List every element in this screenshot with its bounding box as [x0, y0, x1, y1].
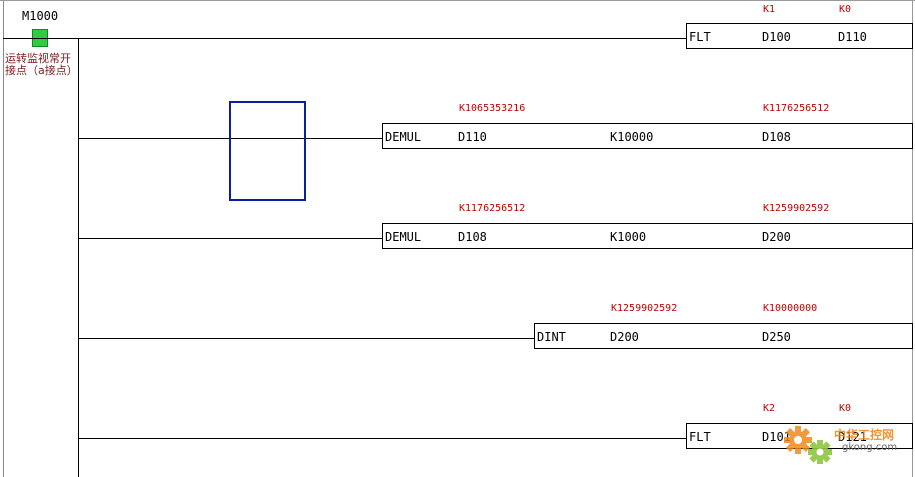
contact-comment: 运转监视常开接点（a接点） — [5, 52, 78, 77]
rung-4-monitor-1: K1259902592 — [611, 303, 678, 314]
watermark-title: 中华工控网 — [834, 428, 895, 442]
rung-2-operand-2: K10000 — [610, 130, 654, 144]
rung-2-operand-3: D108 — [762, 130, 791, 144]
rung-4-wire — [78, 338, 534, 339]
rung-4-monitor-2: K10000000 — [763, 303, 818, 314]
rung-4-operand-2: D250 — [762, 330, 791, 344]
rung-1-operand-2: D110 — [838, 30, 867, 44]
gear-icon — [784, 426, 832, 464]
rung-2-mnemonic: DEMUL — [385, 130, 422, 144]
rung-5-operand-1: D101 — [762, 430, 791, 444]
watermark-url: gkong.com — [842, 442, 898, 453]
rung-5-monitor-2: K0 — [839, 403, 852, 414]
rung-5-operand-2: D121 — [838, 430, 867, 444]
rung-1-wire — [3, 38, 686, 39]
rung-4-instruction[interactable]: DINT D200 D250 — [534, 323, 913, 349]
rung-2-instruction[interactable]: DEMUL D110 K10000 D108 — [382, 123, 913, 149]
rung-5-monitor-1: K2 — [763, 403, 776, 414]
rung-1-monitor-1: K1 — [763, 4, 776, 15]
rung-2-monitor-1: K1065353216 — [459, 103, 526, 114]
rung-1-mnemonic: FLT — [689, 30, 711, 44]
rung-1-instruction[interactable]: FLT D100 D110 — [686, 23, 913, 49]
rung-3-operand-3: D200 — [762, 230, 791, 244]
rung-3-wire — [78, 238, 382, 239]
rung-1-monitor-2: K0 — [839, 4, 852, 15]
rung-2-operand-1: D110 — [458, 130, 487, 144]
contact-label: M1000 — [22, 9, 59, 23]
ladder-bus — [78, 38, 79, 477]
cursor-box[interactable] — [229, 101, 306, 201]
rung-3-monitor-3: K1259902592 — [763, 203, 830, 214]
rung-1-operand-1: D100 — [762, 30, 791, 44]
rung-4-mnemonic: DINT — [537, 330, 566, 344]
rung-3-operand-1: D108 — [458, 230, 487, 244]
rung-3-instruction[interactable]: DEMUL D108 K1000 D200 — [382, 223, 913, 249]
rung-5-wire — [78, 438, 686, 439]
rung-4-operand-1: D200 — [610, 330, 639, 344]
gkong-logo: 中华工控网 gkong.com — [780, 420, 910, 472]
rung-3-mnemonic: DEMUL — [385, 230, 422, 244]
top-border — [0, 0, 915, 1]
rung-5-mnemonic: FLT — [689, 430, 711, 444]
rung-3-operand-2: K1000 — [610, 230, 647, 244]
rung-3-monitor-1: K1176256512 — [459, 203, 526, 214]
left-power-rail — [3, 0, 4, 477]
rung-2-monitor-3: K1176256512 — [763, 103, 830, 114]
